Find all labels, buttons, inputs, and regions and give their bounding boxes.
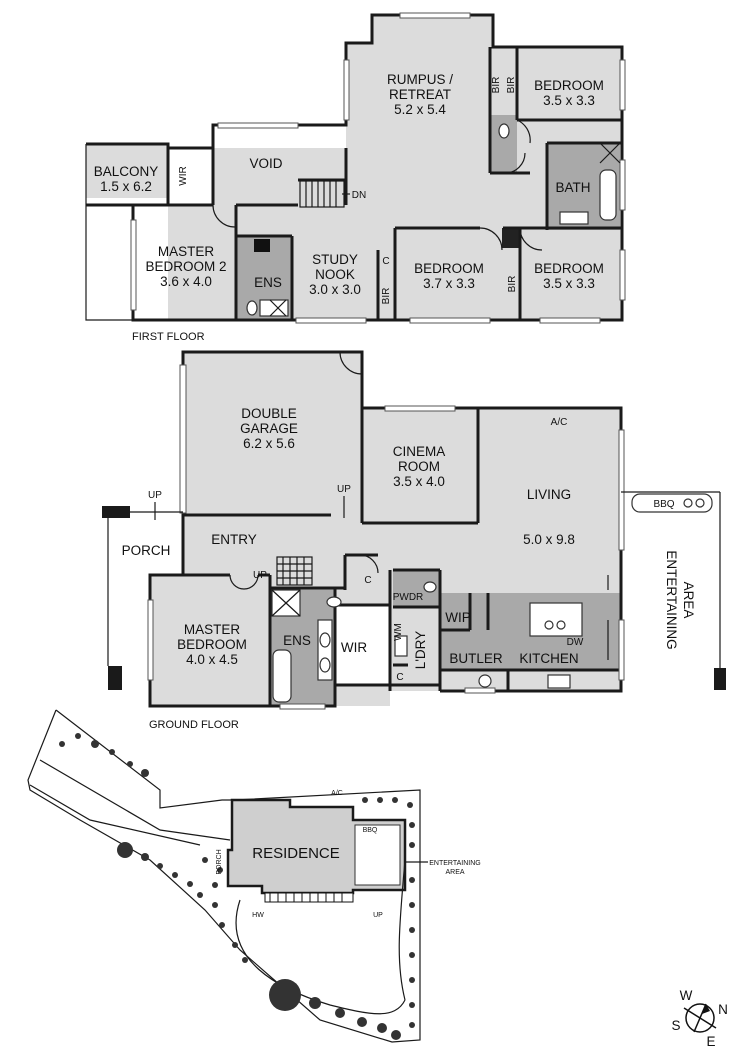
wm-tag: WM bbox=[393, 623, 404, 641]
site-ac-label: A/C bbox=[331, 790, 343, 797]
living-label: LIVING bbox=[527, 487, 571, 502]
cinema-label-2: ROOM bbox=[398, 459, 440, 474]
site-entertaining-label-2: AREA bbox=[445, 869, 464, 876]
bir-tag-1: BIR bbox=[491, 77, 502, 94]
first-floor-label: FIRST FLOOR bbox=[132, 331, 205, 343]
study-label-1: STUDY bbox=[312, 252, 358, 267]
cinema-dims: 3.5 x 4.0 bbox=[393, 474, 445, 489]
ens-gf-label: ENS bbox=[283, 633, 311, 648]
bath-label: BATH bbox=[555, 180, 590, 195]
site-bbq-label: BBQ bbox=[363, 827, 378, 834]
compass-w: W bbox=[680, 988, 693, 1003]
ac-tag: A/C bbox=[551, 417, 568, 428]
ground-floor: DOUBLE GARAGE 6.2 x 5.6 CINEMA ROOM 3.5 … bbox=[102, 350, 726, 731]
ens-ff-label: ENS bbox=[254, 275, 282, 290]
ground-floor-label: GROUND FLOOR bbox=[149, 719, 239, 731]
cinema-label-1: CINEMA bbox=[393, 444, 446, 459]
garage-label-1: DOUBLE bbox=[241, 406, 297, 421]
void-label: VOID bbox=[249, 156, 282, 171]
master2-dims: 3.6 x 4.0 bbox=[160, 274, 212, 289]
ldry-label: L'DRY bbox=[413, 631, 428, 669]
up-tag-porch: UP bbox=[148, 490, 162, 501]
bedroom-se-dims: 3.5 x 3.3 bbox=[543, 276, 595, 291]
site-plan: RESIDENCE PORCH A/C BBQ HW UP ENTERTAINI… bbox=[27, 709, 481, 1043]
dn-tag: DN bbox=[352, 190, 366, 201]
compass-e: E bbox=[706, 1034, 715, 1049]
first-floor: RUMPUS / RETREAT 5.2 x 5.4 BEDROOM 3.5 x… bbox=[85, 12, 626, 343]
garage-dims: 6.2 x 5.6 bbox=[243, 436, 295, 451]
master2-label-2: BEDROOM 2 bbox=[145, 259, 226, 274]
butler-label: BUTLER bbox=[449, 651, 503, 666]
site-porch-label: PORCH bbox=[216, 849, 223, 874]
porch-label: PORCH bbox=[122, 543, 171, 558]
site-up-label: UP bbox=[373, 912, 383, 919]
study-dims: 3.0 x 3.0 bbox=[309, 282, 361, 297]
dw-tag: DW bbox=[567, 637, 584, 648]
bbq-tag: BBQ bbox=[653, 499, 674, 510]
pwdr-label: PWDR bbox=[393, 592, 424, 603]
site-hw-label: HW bbox=[252, 912, 264, 919]
compass-n: N bbox=[718, 1002, 728, 1017]
c-tag-gf-1: C bbox=[364, 575, 371, 586]
up-tag-garage: UP bbox=[337, 484, 351, 495]
wip-label: WIP bbox=[445, 610, 471, 625]
entertaining-label-2: AREA bbox=[681, 582, 696, 619]
up-tag-stairs: UP bbox=[253, 570, 267, 581]
study-label-2: NOOK bbox=[315, 267, 355, 282]
garage-label-2: GARAGE bbox=[240, 421, 298, 436]
bedroom-mid-dims: 3.7 x 3.3 bbox=[423, 276, 475, 291]
bir-tag-2: BIR bbox=[506, 77, 517, 94]
residence-label: RESIDENCE bbox=[252, 845, 340, 862]
compass-s: S bbox=[671, 1018, 680, 1033]
entertaining-label-1: ENTERTAINING bbox=[664, 550, 679, 649]
site-entertaining-label-1: ENTERTAINING bbox=[429, 860, 480, 867]
wir-tag: WIR bbox=[178, 166, 189, 185]
master-dims: 4.0 x 4.5 bbox=[186, 652, 238, 667]
bedroom-se-label: BEDROOM bbox=[534, 261, 604, 276]
bir-tag-3: BIR bbox=[381, 288, 392, 305]
master-label-1: MASTER bbox=[184, 622, 241, 637]
c-tag-ff: C bbox=[382, 256, 389, 267]
balcony-label: BALCONY bbox=[94, 164, 159, 179]
entry-label: ENTRY bbox=[211, 532, 257, 547]
rumpus-dims: 5.2 x 5.4 bbox=[394, 102, 446, 117]
c-tag-gf-2: C bbox=[396, 672, 403, 683]
wir-gf-label: WIR bbox=[341, 640, 367, 655]
living-dims: 5.0 x 9.8 bbox=[523, 532, 575, 547]
bedroom-ne-dims: 3.5 x 3.3 bbox=[543, 93, 595, 108]
rumpus-label-2: RETREAT bbox=[389, 87, 451, 102]
bedroom-mid-label: BEDROOM bbox=[414, 261, 484, 276]
balcony-dims: 1.5 x 6.2 bbox=[100, 179, 152, 194]
master2-label-1: MASTER bbox=[158, 244, 215, 259]
rumpus-label-1: RUMPUS / bbox=[387, 72, 453, 87]
master-label-2: BEDROOM bbox=[177, 637, 247, 652]
bir-tag-4: BIR bbox=[507, 276, 518, 293]
tree-icons bbox=[59, 733, 415, 1040]
compass-icon: W N S E bbox=[671, 988, 727, 1049]
kitchen-label: KITCHEN bbox=[519, 651, 578, 666]
bedroom-ne-label: BEDROOM bbox=[534, 78, 604, 93]
